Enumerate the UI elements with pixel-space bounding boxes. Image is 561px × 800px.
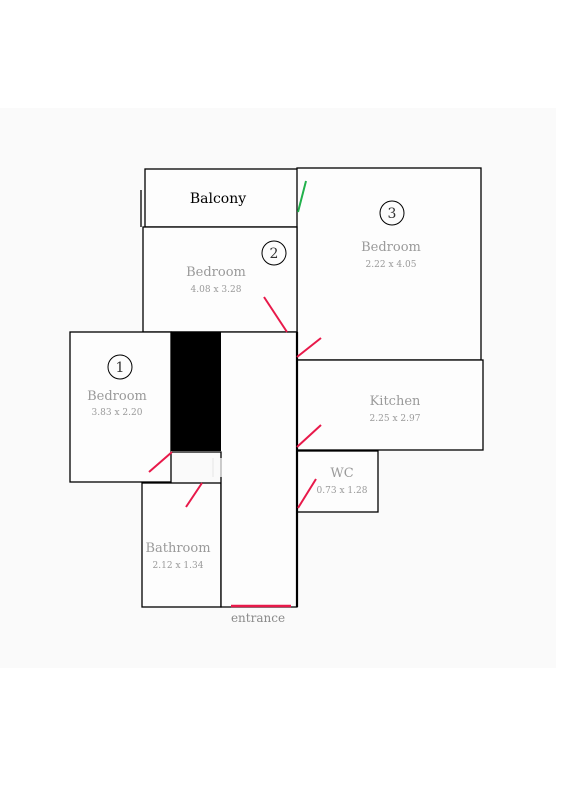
balcony-label: Balcony	[190, 191, 246, 207]
balcony-door	[297, 180, 307, 213]
room-kitchen: Kitchen 2.25 x 2.97	[296, 359, 484, 451]
room-name: Bedroom	[361, 240, 421, 255]
room-dimensions: 2.25 x 2.97	[370, 414, 421, 424]
room-dimensions: 4.08 x 3.28	[191, 285, 242, 295]
bedroom-2-outline	[142, 226, 298, 333]
wardrobe-block	[171, 332, 221, 451]
bedroom-1-door	[148, 451, 173, 473]
room-dimensions: 0.73 x 1.28	[317, 486, 368, 496]
room-name: Bathroom	[145, 541, 210, 556]
room-dimensions: 3.83 x 2.20	[92, 408, 143, 418]
room-dimensions: 2.12 x 1.34	[153, 561, 204, 571]
wc-outline	[296, 450, 379, 513]
room-number-badge	[379, 200, 405, 226]
room-bedroom-3: 3 Bedroom 2.22 x 4.05	[296, 167, 482, 361]
balcony: Balcony	[140, 168, 300, 228]
room-name: Bedroom	[186, 265, 246, 280]
room-name: Bedroom	[87, 389, 147, 404]
kitchen-door	[296, 424, 322, 448]
entrance-label: entrance	[231, 611, 285, 625]
room-bedroom-2: 2 Bedroom 4.08 x 3.28	[142, 226, 298, 333]
room-wc: WC 0.73 x 1.28	[296, 450, 379, 513]
bedroom-1-outline	[69, 331, 172, 483]
room-number-badge	[107, 354, 133, 380]
room-number: 1	[116, 360, 125, 376]
room-bathroom: Bathroom 2.12 x 1.34	[141, 482, 222, 608]
room-number: 3	[388, 206, 397, 222]
doors	[148, 180, 322, 608]
room-name: WC	[330, 466, 353, 481]
room-dimensions: 2.22 x 4.05	[366, 260, 417, 270]
hallway	[171, 331, 299, 608]
wc-door	[297, 478, 317, 509]
room-bedroom-1: 1 Bedroom 3.83 x 2.20	[69, 331, 172, 483]
room-number-badge	[261, 240, 287, 266]
bathroom-door	[185, 482, 203, 508]
balcony-outline	[144, 168, 300, 228]
room-name: Kitchen	[370, 394, 421, 409]
bedroom-2-door	[263, 296, 288, 333]
bedroom-3-door	[296, 337, 322, 358]
room-number: 2	[270, 246, 279, 262]
